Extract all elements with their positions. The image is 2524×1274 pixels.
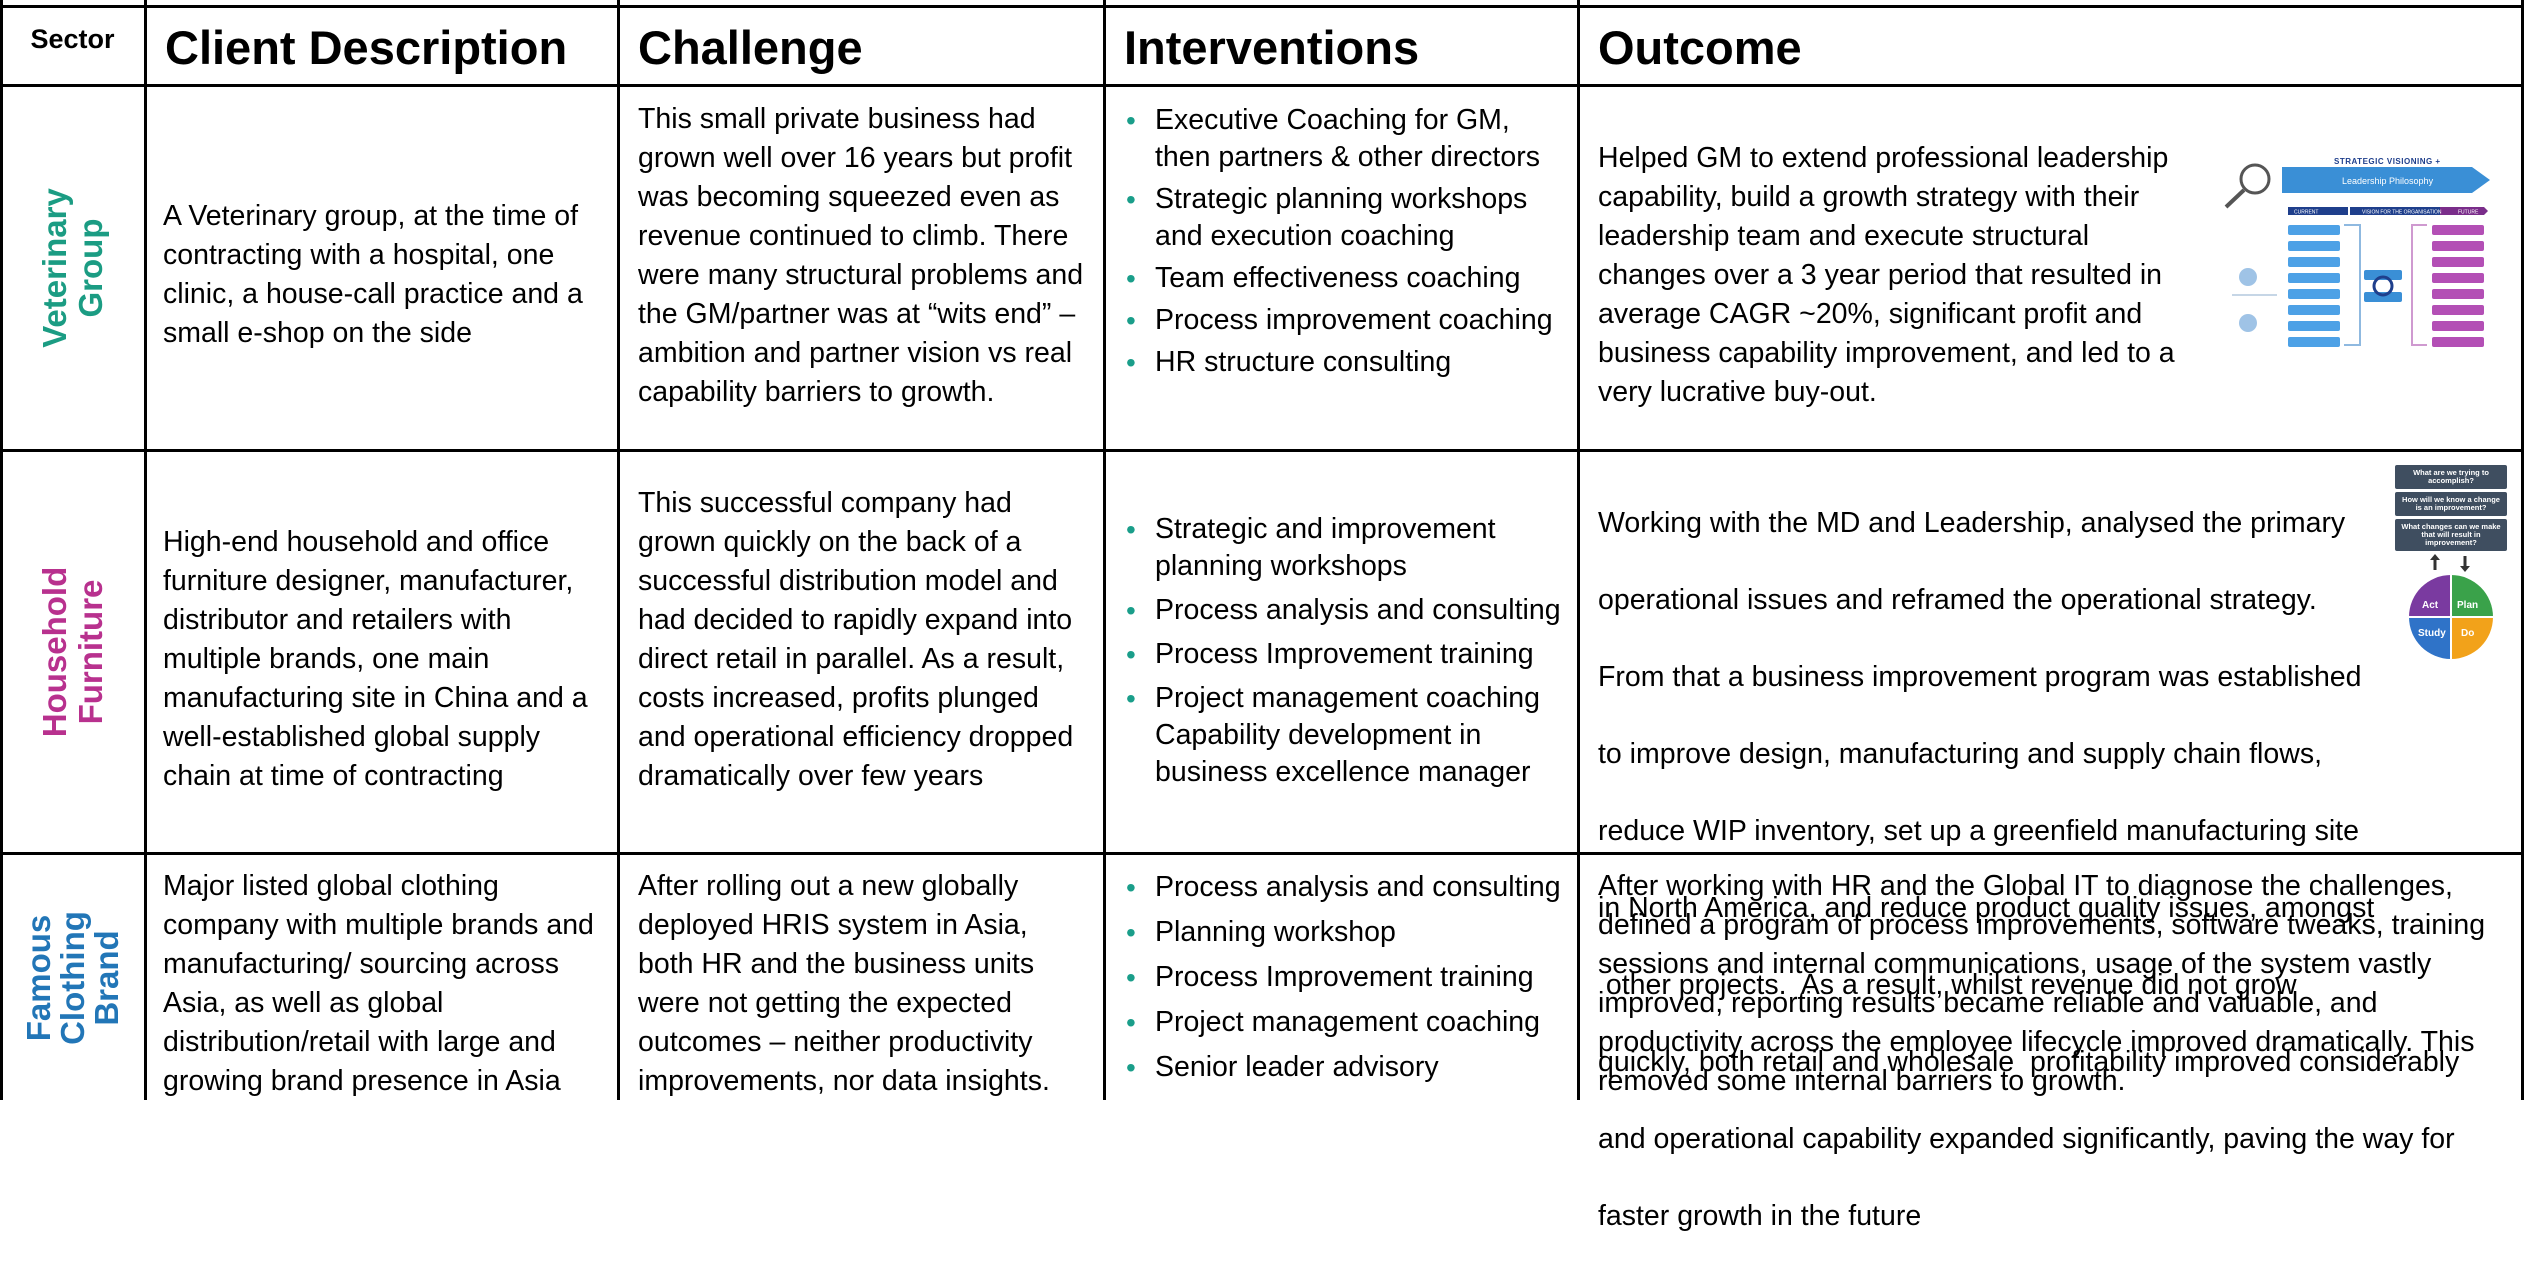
strategic-visioning-figure: Leadership Philosophy CURRENT VISION FOR… bbox=[2222, 145, 2492, 365]
table-grid bbox=[0, 0, 2524, 1100]
client-description: A Veterinary group, at the time of contr… bbox=[163, 200, 583, 349]
outcome-line: to improve design, manufacturing and sup… bbox=[1598, 737, 2322, 770]
intervention-item: Strategic planning workshops and executi… bbox=[1126, 181, 1571, 255]
intervention-item: Executive Coaching for GM, then partners… bbox=[1126, 102, 1571, 176]
pdsa-cycle: Act Plan Study Do bbox=[2409, 554, 2493, 659]
outcome-line: faster growth in the future bbox=[1598, 1199, 1922, 1232]
row-divider bbox=[0, 449, 2524, 452]
intervention-item: Planning workshop bbox=[1126, 914, 1571, 951]
outcome-line: and operational capability expanded sign… bbox=[1598, 1122, 2455, 1155]
sector-label: Famous Clothing Brand bbox=[19, 910, 125, 1045]
plan-quadrant bbox=[2451, 575, 2493, 617]
pdsa-study-label: Study bbox=[2418, 628, 2446, 639]
svg-text:CURRENT: CURRENT bbox=[2294, 210, 2318, 216]
strategic-visioning-graphic: Leadership Philosophy CURRENT VISION FOR… bbox=[2224, 163, 2490, 347]
outcome-line: Working with the MD and Leadership, anal… bbox=[1598, 506, 2346, 539]
outcome-text: After working with HR and the Global IT … bbox=[1598, 870, 2486, 1097]
client-description: Major listed global clothing company wit… bbox=[163, 870, 594, 1097]
pdsa-question: What changes can we make that will resul… bbox=[2395, 519, 2507, 551]
sector-label: Veterinary Group bbox=[35, 188, 109, 348]
sector-cell: Famous Clothing Brand bbox=[0, 855, 145, 1100]
svg-text:FUTURE: FUTURE bbox=[2458, 210, 2479, 216]
outcome-line: quickly, both retail and wholesale profi… bbox=[1598, 1045, 2460, 1078]
column-divider bbox=[1577, 0, 1580, 1100]
intervention-item: Project management coaching Capability d… bbox=[1126, 680, 1571, 791]
intervention-item: Process analysis and consulting bbox=[1126, 592, 1571, 629]
sector-label-line: Furniture bbox=[71, 579, 109, 725]
sector-label-line: Brand bbox=[87, 929, 125, 1026]
study-quadrant bbox=[2409, 617, 2451, 659]
sector-label-line: Group bbox=[71, 218, 109, 318]
sector-cell: Veterinary Group bbox=[0, 87, 145, 449]
challenge-text: This successful company had grown quickl… bbox=[638, 487, 1074, 792]
header-interventions: Interventions bbox=[1124, 21, 1420, 74]
header-challenge: Challenge bbox=[638, 21, 863, 74]
sector-label-line: Clothing bbox=[53, 910, 91, 1045]
interventions-list: Process analysis and consulting Planning… bbox=[1126, 869, 1571, 1086]
pdsa-act-label: Act bbox=[2422, 600, 2439, 611]
column-divider bbox=[1103, 0, 1106, 1100]
header-sector: Sector bbox=[30, 24, 115, 54]
outcome-line: in North America, and reduce product qua… bbox=[1598, 891, 2375, 924]
sector-label: Household Furniture bbox=[35, 566, 109, 738]
banner-text: Leadership Philosophy bbox=[2342, 176, 2434, 186]
intervention-item: Process analysis and consulting bbox=[1126, 869, 1571, 906]
sector-label-line: Household bbox=[35, 566, 73, 738]
column-divider bbox=[617, 0, 620, 1100]
header-outcome: Outcome bbox=[1598, 21, 1802, 74]
intervention-item: Project management coaching bbox=[1126, 1004, 1571, 1041]
column-divider bbox=[144, 0, 147, 1100]
pdsa-do-label: Do bbox=[2461, 628, 2474, 639]
outcome-line: operational issues and reframed the oper… bbox=[1598, 583, 2317, 616]
interventions-list: Executive Coaching for GM, then partners… bbox=[1126, 102, 1571, 381]
intervention-item: Process improvement coaching bbox=[1126, 302, 1571, 339]
pdsa-question: How will we know a change is an improvem… bbox=[2395, 492, 2507, 516]
challenge-text: This small private business had grown we… bbox=[638, 103, 1084, 408]
svg-text:VISION FOR THE ORGANISATION: VISION FOR THE ORGANISATION bbox=[2362, 210, 2442, 216]
sector-cell: Household Furniture bbox=[0, 452, 145, 852]
outcome-line: other projects. As a result, whilst reve… bbox=[1598, 968, 2297, 1001]
sector-label-line: Famous bbox=[19, 914, 57, 1041]
intervention-item: HR structure consulting bbox=[1126, 344, 1571, 381]
intervention-item: Process Improvement training bbox=[1126, 636, 1571, 673]
sector-label-line: Veterinary bbox=[35, 188, 73, 348]
intervention-item: Process Improvement training bbox=[1126, 959, 1571, 996]
row-divider bbox=[0, 852, 2524, 855]
row-divider bbox=[0, 84, 2524, 87]
pdsa-plan-label: Plan bbox=[2457, 600, 2478, 611]
challenge-text: After rolling out a new globally deploye… bbox=[638, 870, 1050, 1097]
client-description: High-end household and office furniture … bbox=[163, 526, 588, 792]
intervention-item: Team effectiveness coaching bbox=[1126, 260, 1571, 297]
interventions-list: Strategic and improvement planning works… bbox=[1126, 511, 1571, 791]
outcome-text: Helped GM to extend professional leaders… bbox=[1598, 142, 2175, 408]
pdsa-question: What are we trying to accomplish? bbox=[2395, 465, 2507, 489]
table-border-top bbox=[0, 5, 2524, 8]
intervention-item: Strategic and improvement planning works… bbox=[1126, 511, 1571, 585]
act-quadrant bbox=[2409, 575, 2451, 617]
strategic-visioning-title: STRATEGIC VISIONING + bbox=[2334, 157, 2441, 166]
outcome-line: From that a business improvement program… bbox=[1598, 660, 2362, 693]
pdsa-figure: What are we trying to accomplish? How wi… bbox=[2395, 465, 2507, 670]
do-quadrant bbox=[2451, 617, 2493, 659]
intervention-item: Senior leader advisory bbox=[1126, 1049, 1571, 1086]
table-border-right bbox=[2521, 0, 2524, 1100]
table-border-left bbox=[0, 0, 3, 1100]
outcome-line: reduce WIP inventory, set up a greenfiel… bbox=[1598, 814, 2359, 847]
header-client-description: Client Description bbox=[165, 21, 568, 74]
